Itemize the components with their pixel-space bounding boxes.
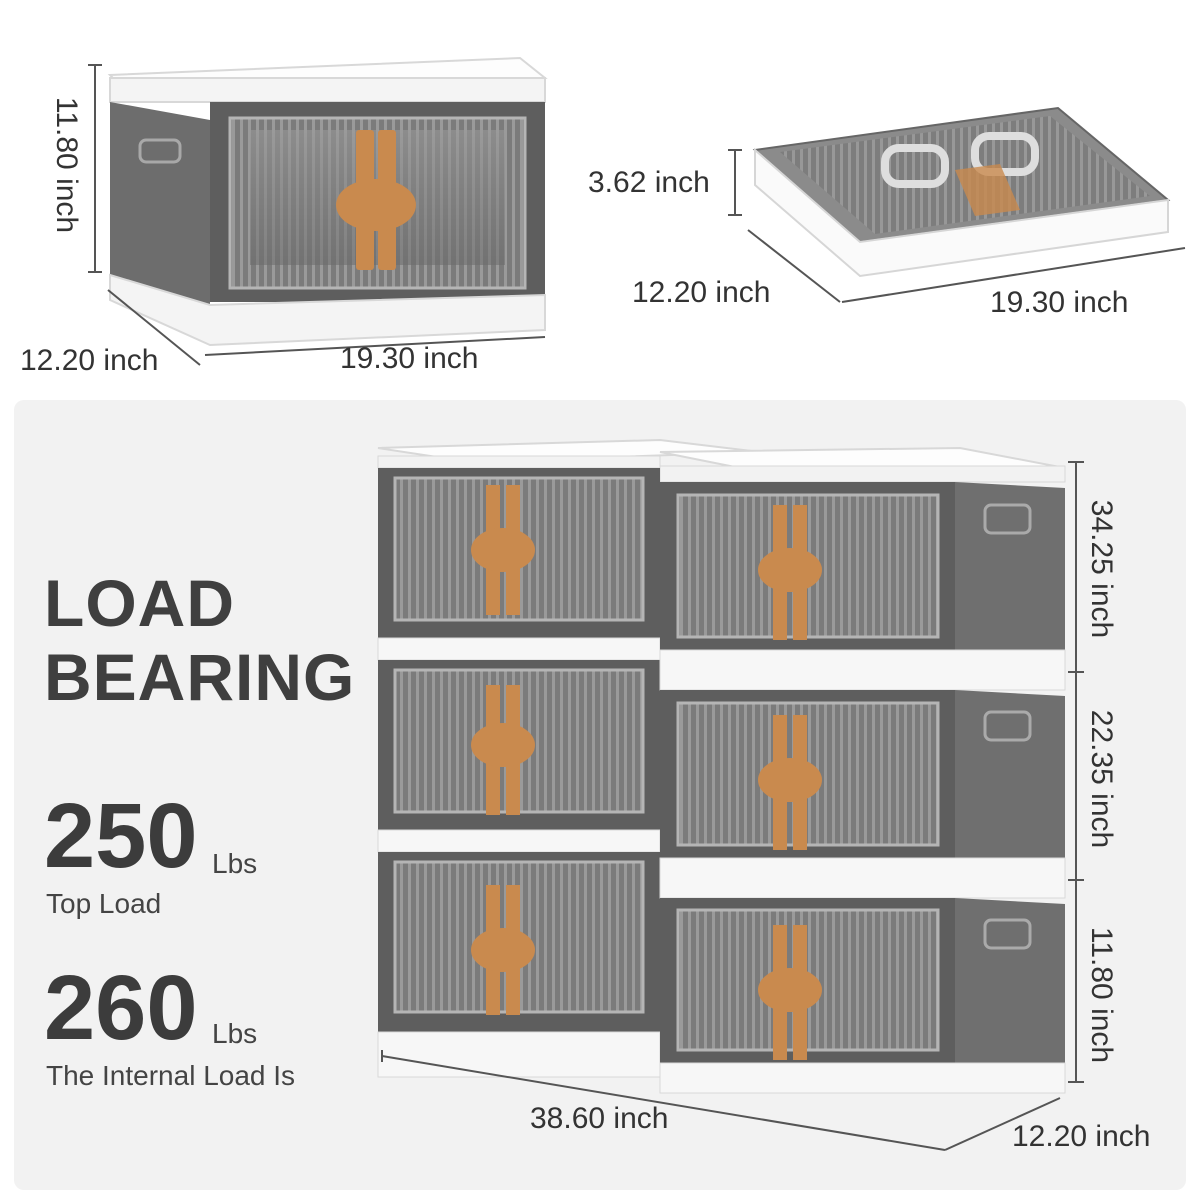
stack-depth-label: 12.20 inch [1012, 1120, 1151, 1153]
internal-load-caption: The Internal Load Is [46, 1060, 296, 1091]
stacked-boxes [377, 438, 1084, 1151]
folded-width-label: 19.30 inch [990, 286, 1129, 319]
stack-width-label: 38.60 inch [530, 1102, 669, 1135]
top-load-value: 250 [44, 785, 198, 887]
internal-load-unit: Lbs [212, 1018, 258, 1049]
load-bearing-heading: LOAD BEARING [44, 566, 355, 714]
heading-line-2: BEARING [44, 640, 356, 714]
folded-height-label: 3.62 inch [588, 166, 710, 199]
heading-line-1: LOAD [44, 566, 235, 640]
single-box-open [88, 56, 548, 366]
box-width-label: 19.30 inch [340, 342, 479, 375]
top-load-caption: Top Load [46, 888, 162, 919]
top-load-unit: Lbs [212, 848, 258, 879]
folded-depth-label: 12.20 inch [632, 276, 771, 309]
box-height-label: 11.80 inch [50, 96, 83, 234]
box-depth-label: 12.20 inch [20, 344, 159, 377]
stack-height-2-label: 22.35 inch [1085, 709, 1118, 849]
internal-load-value: 260 [44, 957, 198, 1059]
stack-height-3-label: 34.25 inch [1085, 499, 1118, 639]
single-box-folded [728, 106, 1186, 303]
stack-height-1-label: 11.80 inch [1085, 926, 1118, 1064]
